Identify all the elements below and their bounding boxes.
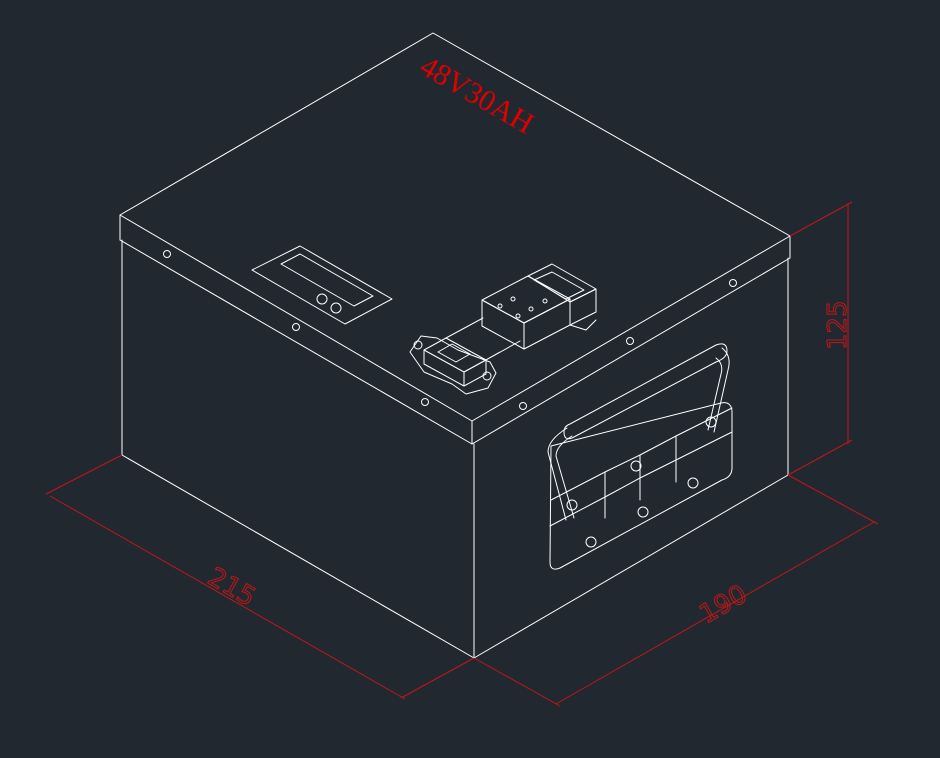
plug-pin-2 [510, 296, 516, 302]
display-button-2 [330, 302, 342, 314]
plug-head-side [569, 288, 597, 326]
dim-label-height: 125 [823, 300, 853, 350]
plug-block-side [523, 298, 571, 350]
rail-1 [445, 317, 484, 339]
plug-head-window [533, 271, 585, 300]
plug-block-front [481, 299, 525, 350]
dim-label-width: 190 [695, 579, 753, 630]
handle-grip [563, 343, 728, 440]
ext-line-l1 [45, 454, 123, 495]
connector-flange [409, 335, 497, 395]
dimension-height: 125 [787, 201, 854, 476]
flange-hole-1 [413, 340, 423, 350]
capacity-label: 48V30AH [415, 49, 540, 140]
socket-block-left-front [423, 349, 465, 387]
hinge-line-2 [549, 431, 733, 527]
rim-screws [163, 250, 737, 410]
display-outer [251, 245, 393, 325]
rail-3 [463, 351, 501, 373]
dimension-width: 190 [473, 474, 879, 707]
socket-block-left [423, 337, 487, 373]
plug-pin-3 [515, 313, 521, 319]
display-button-1 [316, 293, 328, 305]
hinge-line-1 [550, 407, 733, 501]
socket-block-left-bottom [463, 373, 487, 387]
plate-hole-3 [637, 506, 649, 518]
ext-line-w2 [787, 474, 879, 525]
plug-pin-5 [542, 298, 548, 304]
screw-4 [519, 402, 527, 410]
plate-hole-5 [566, 499, 578, 511]
plate-hole-1 [630, 460, 642, 472]
plate-hole-4 [585, 536, 597, 548]
ext-line-h2 [787, 439, 853, 476]
plug-pin-1 [497, 303, 503, 309]
display-screen [280, 253, 374, 307]
dim-label-length: 215 [203, 562, 261, 613]
screw-6 [729, 279, 737, 287]
dim-line-width [555, 521, 875, 705]
ext-line-h1 [789, 201, 853, 237]
screw-1 [163, 250, 171, 258]
plug-head-lower [569, 319, 597, 331]
plug-block-top [481, 275, 571, 324]
screw-2 [292, 323, 300, 331]
lid-rim-edge [119, 239, 791, 445]
socket-slot [437, 343, 471, 363]
plug-pin-4 [528, 306, 534, 312]
dimension-length: 215 [45, 454, 475, 700]
flange-hole-2 [482, 371, 492, 381]
dim-line-length [49, 495, 406, 700]
handle-wire-outer [547, 347, 730, 521]
handle-wire-inner [555, 357, 723, 519]
screw-5 [626, 337, 634, 345]
handle-plate [549, 402, 733, 570]
connector-assembly [409, 263, 597, 395]
ext-line-l2 [400, 657, 475, 699]
ext-line-w1 [473, 657, 561, 707]
plate-hole-2 [687, 477, 699, 489]
display-panel [251, 245, 393, 325]
side-handle [547, 343, 733, 570]
screw-3 [421, 398, 429, 406]
